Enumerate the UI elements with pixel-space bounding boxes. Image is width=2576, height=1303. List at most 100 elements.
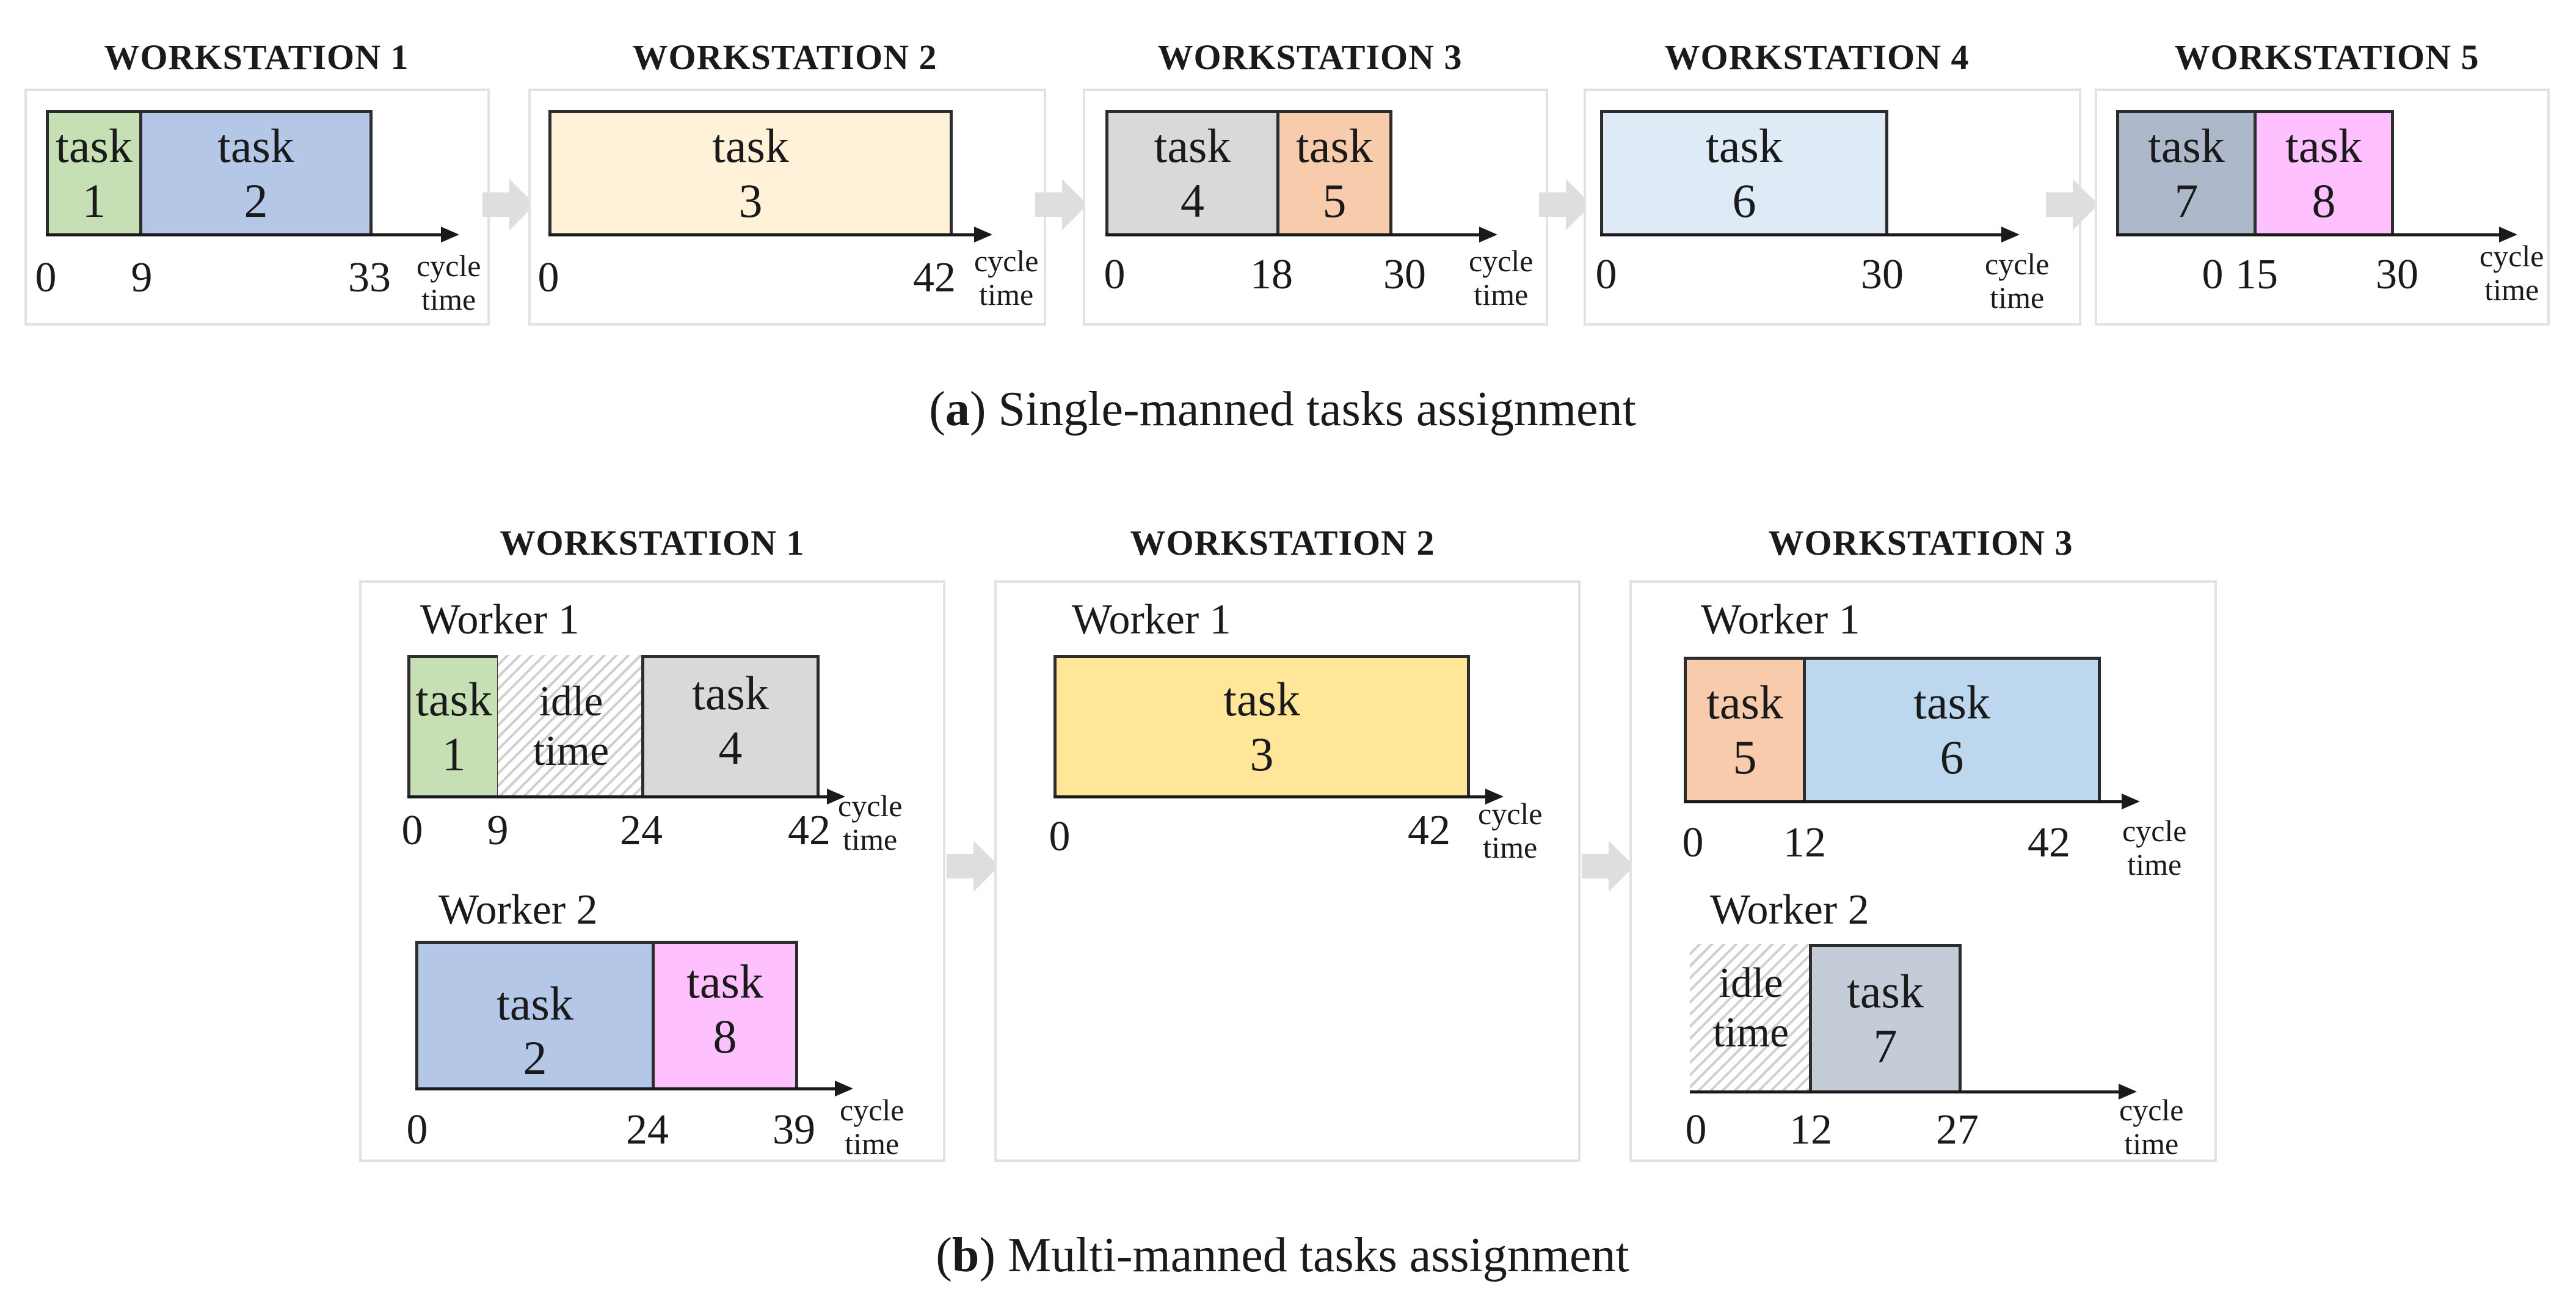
workstation-2-title: WORKSTATION 2 [632, 37, 937, 77]
tick-label: 39 [773, 1106, 815, 1153]
time-axis [1684, 800, 2123, 803]
tick-label: 0 [1049, 813, 1071, 860]
caption-a: (a) Single-manned tasks assignment [929, 382, 1636, 436]
time-axis [1690, 1090, 2120, 1093]
worker-2-label: Worker 2 [1710, 886, 1869, 933]
tick-label: 15 [2235, 251, 2278, 298]
axis-arrowhead [2001, 227, 2020, 243]
tick-label: 0 [2202, 251, 2224, 298]
workstation-5-title: WORKSTATION 5 [2174, 37, 2480, 77]
axis-arrowhead [835, 1081, 853, 1097]
task-5-block [1276, 110, 1392, 236]
tick-label: 9 [131, 254, 153, 301]
time-axis [415, 1087, 837, 1090]
tick-label: 0 [35, 254, 57, 301]
caption-b: (b) Multi-manned tasks assignment [936, 1228, 1629, 1282]
workstation-2-title: WORKSTATION 2 [1130, 523, 1435, 563]
axis-arrowhead [827, 789, 845, 805]
workstation-1-title: WORKSTATION 1 [104, 37, 409, 77]
tick-label: 27 [1936, 1106, 1979, 1153]
axis-arrowhead [1479, 227, 1497, 243]
axis-arrowhead [974, 227, 992, 243]
worker-1-label: Worker 1 [1701, 596, 1860, 643]
tick-label: 18 [1250, 251, 1293, 298]
tick-label: 42 [2028, 819, 2070, 866]
time-axis [548, 233, 976, 236]
tick-label: 30 [1383, 251, 1426, 298]
workstation-3-title: WORKSTATION 3 [1157, 37, 1463, 77]
axis-arrowhead [2122, 794, 2140, 809]
axis-arrowhead [2119, 1084, 2137, 1100]
tick-label: 30 [1861, 251, 1904, 298]
tick-label: 0 [537, 254, 559, 301]
tick-label: 30 [2376, 251, 2418, 298]
time-axis [1053, 795, 1487, 798]
task-7-block [2116, 110, 2257, 236]
tick-label: 0 [406, 1106, 428, 1153]
tick-label: 0 [1595, 251, 1617, 298]
task-5-block [1684, 657, 1806, 803]
task-7-block [1809, 944, 1962, 1093]
time-axis [1600, 233, 2003, 236]
time-axis [2116, 233, 2501, 236]
tick-label: 42 [913, 254, 956, 301]
worker-2-label: Worker 2 [438, 886, 598, 933]
time-axis [407, 795, 829, 798]
workstation-3-title: WORKSTATION 3 [1768, 523, 2073, 563]
axis-arrowhead [1485, 789, 1504, 805]
time-axis [1105, 233, 1481, 236]
idle-time-block [1690, 944, 1812, 1093]
tick-label: 42 [1408, 807, 1450, 854]
tick-label: 42 [788, 807, 831, 854]
tick-label: 0 [401, 807, 423, 854]
tick-label: 24 [620, 807, 663, 854]
tick-label: 0 [1682, 819, 1704, 866]
worker-1-label: Worker 1 [420, 596, 580, 643]
tick-label: 12 [1783, 819, 1826, 866]
workstation-1-title: WORKSTATION 1 [500, 523, 805, 563]
tick-label: 0 [1685, 1106, 1707, 1153]
idle-time-block [498, 655, 644, 798]
task-6-block [1600, 110, 1888, 236]
workstation-4-title: WORKSTATION 4 [1664, 37, 1970, 77]
tick-label: 33 [348, 254, 391, 301]
tick-label: 24 [626, 1106, 669, 1153]
task-2-block [415, 941, 655, 1090]
worker-1-label: Worker 1 [1072, 596, 1231, 643]
tick-label: 0 [1104, 251, 1126, 298]
task-8-block [2254, 110, 2394, 236]
tick-label: 9 [487, 807, 509, 854]
axis-arrowhead [441, 227, 459, 243]
axis-arrowhead [2499, 227, 2517, 243]
time-axis [46, 233, 443, 236]
tick-label: 12 [1789, 1106, 1832, 1153]
